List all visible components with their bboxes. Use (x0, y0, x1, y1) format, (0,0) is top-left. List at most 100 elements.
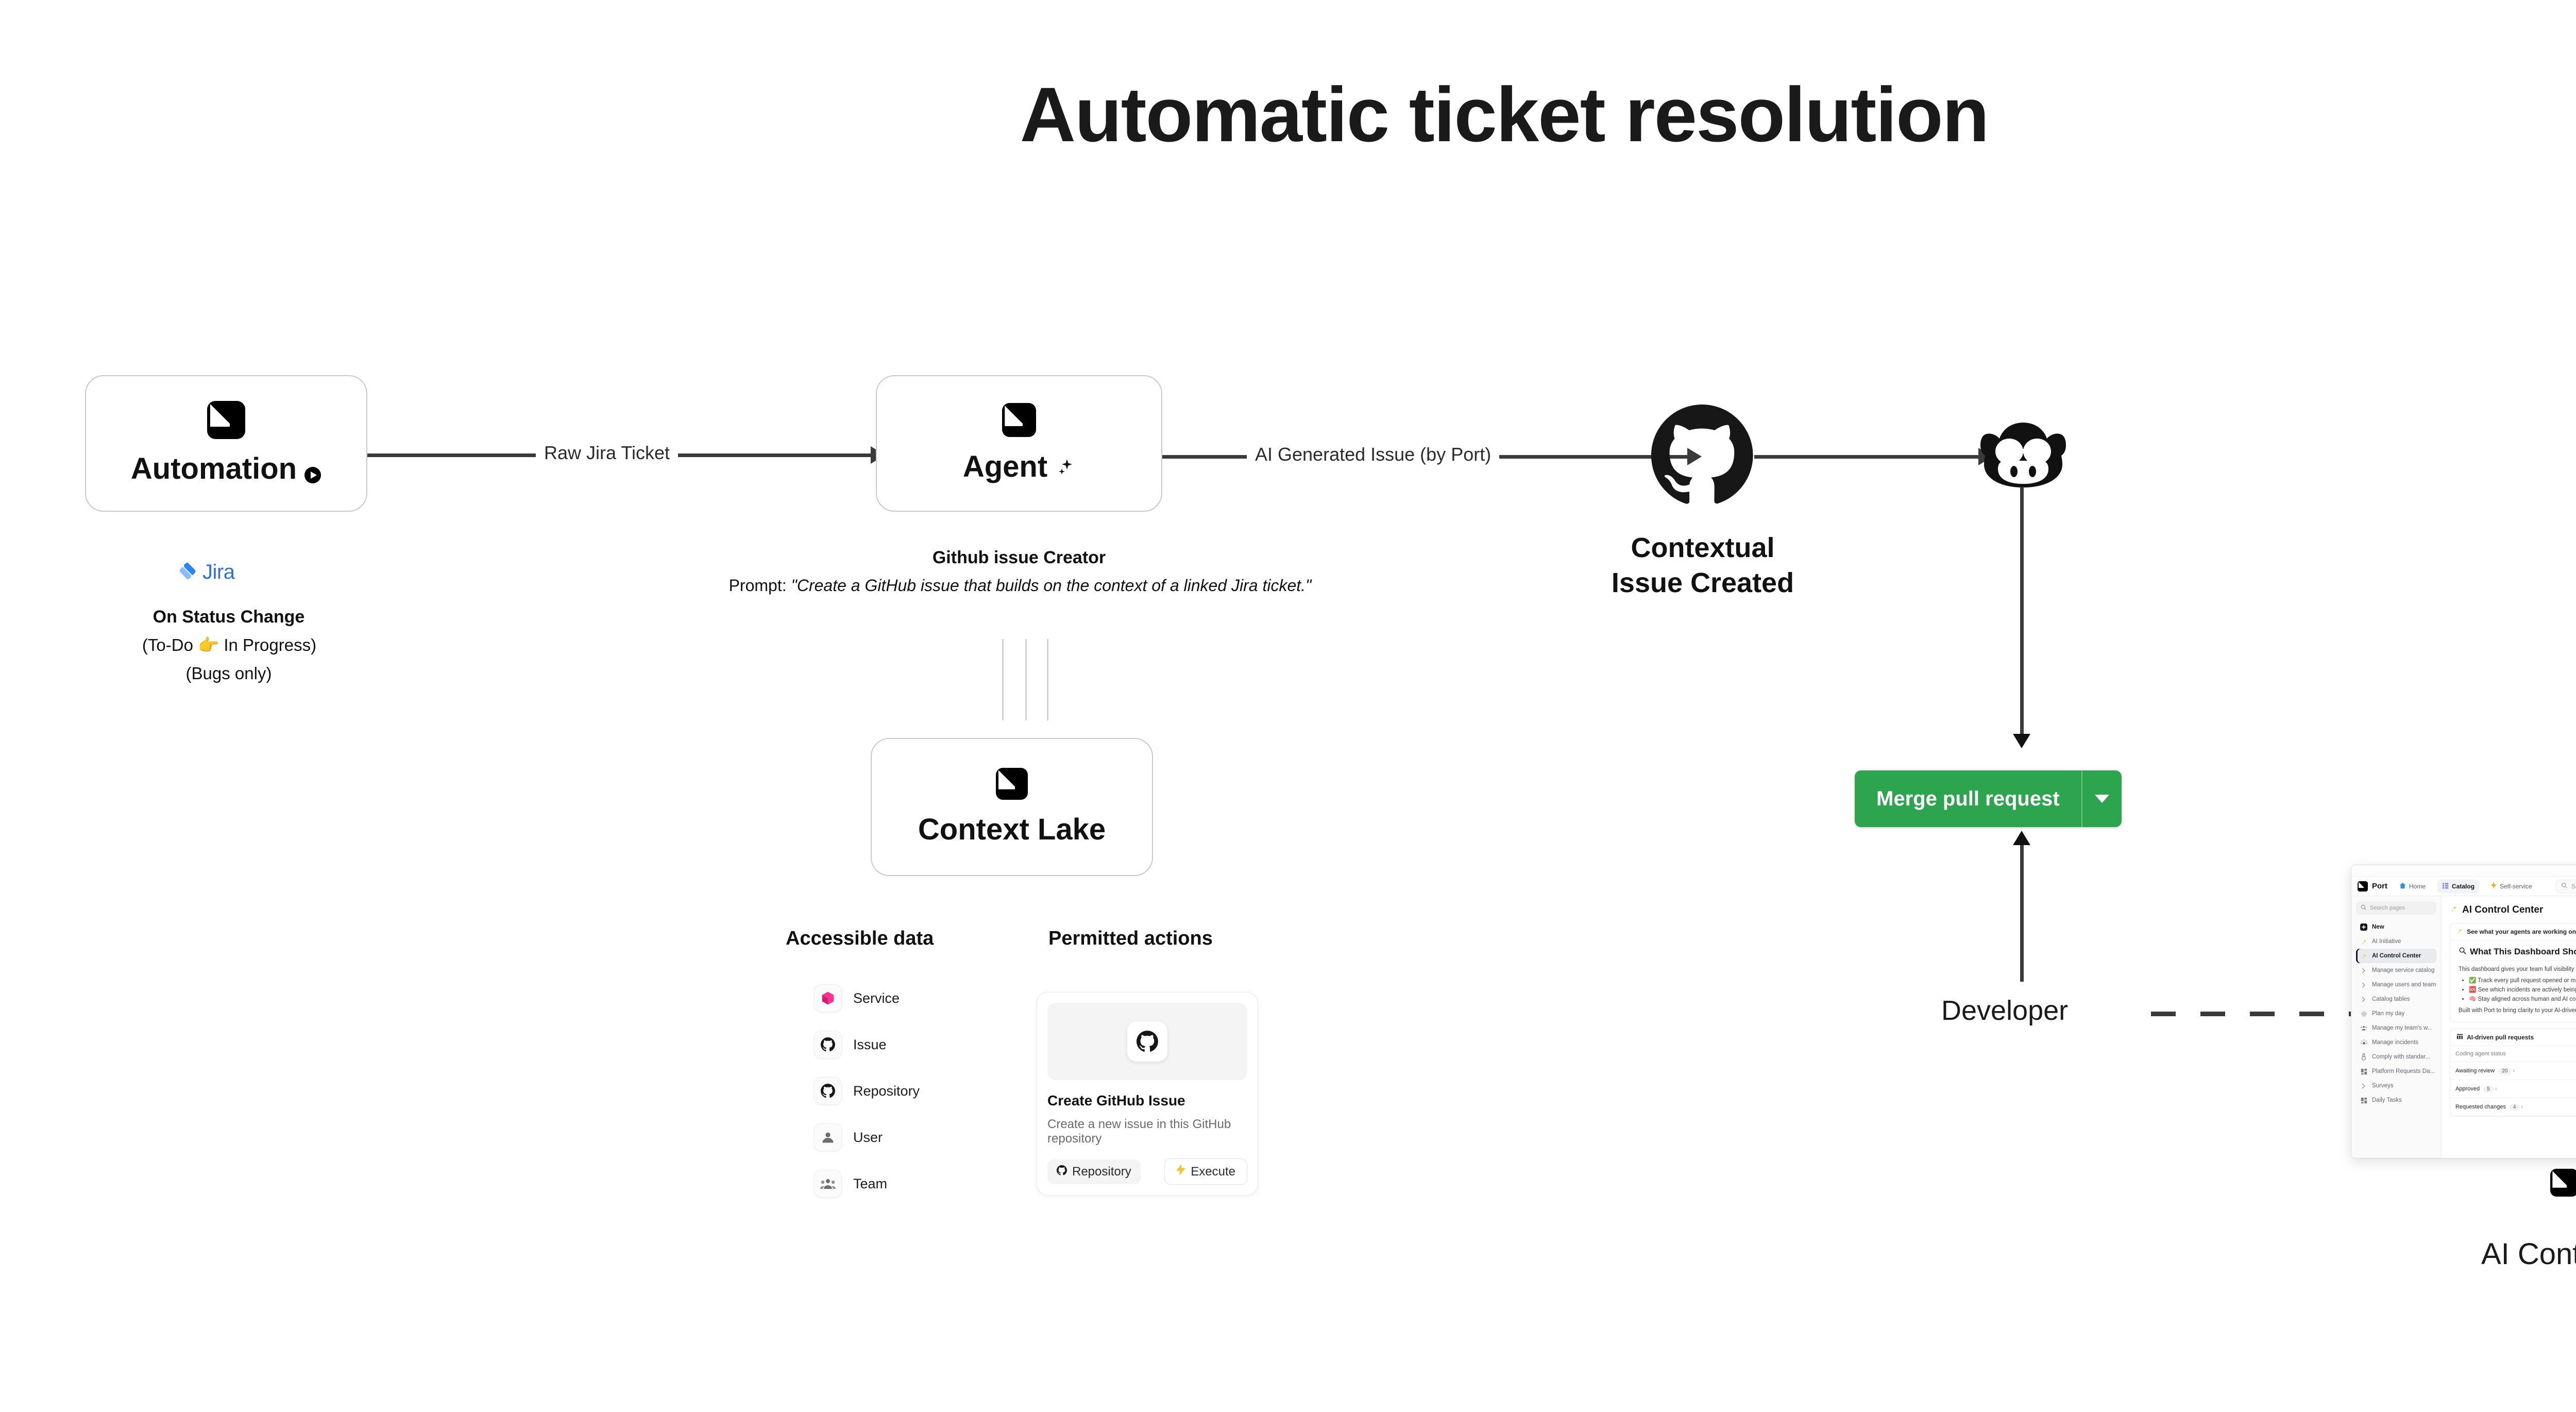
sidebar-item-manage-service-catalog[interactable]: Manage service catalog (2356, 963, 2436, 978)
nav-item-catalog[interactable]: Catalog (2437, 879, 2480, 893)
accessible-data-item: User (814, 1123, 920, 1151)
context-connector-line-2 (1025, 639, 1027, 720)
search-icon (2361, 904, 2366, 912)
agent-prompt-caption: Prompt: "Create a GitHub issue that buil… (728, 576, 1312, 595)
node-github[interactable] (1651, 405, 1753, 509)
dashboard-page-title: AI Control Center (2450, 904, 2543, 916)
ai-control-center-screenshot[interactable]: Port Home Catalog Self-service (2351, 865, 2576, 1158)
dashboard-icon (2360, 1068, 2367, 1075)
global-search-input[interactable]: Search ⌘ K (2555, 879, 2576, 893)
accessible-data-item: Issue (814, 1031, 920, 1058)
port-logo-icon (2358, 881, 2368, 892)
sidebar-item-ai-initiative[interactable]: AI Initiative (2356, 934, 2436, 949)
github-mark-icon (1127, 1021, 1167, 1062)
sidebar-item-label: Catalog tables (2372, 996, 2410, 1002)
developer-label: Developer (1941, 995, 2069, 1026)
plus-square-icon (2360, 923, 2367, 931)
lightning-bolt-icon (2491, 882, 2497, 890)
merge-pull-request-button-group[interactable]: Merge pull request (1855, 770, 2122, 827)
accessible-data-item: Repository (814, 1077, 920, 1105)
sidebar-item-new[interactable]: New (2356, 920, 2436, 934)
port-logo-icon (207, 401, 245, 439)
sidebar-item-catalog-tables[interactable]: Catalog tables (2356, 992, 2436, 1006)
nav-item-home[interactable]: Home (2395, 880, 2430, 893)
intro-footer: Built with Port to bring clarity to your… (2459, 1007, 2576, 1014)
sidebar-item-daily-tasks[interactable]: Daily Tasks (2356, 1093, 2436, 1107)
node-automation[interactable]: Automation (85, 375, 367, 512)
chevron-right-icon (2360, 1082, 2367, 1089)
edge-arrow-developer-to-merge (2013, 831, 2030, 845)
sidebar-item-label: AI Control Center (2372, 953, 2421, 959)
intro-bullet: 🆘 See which incidents are actively being… (2469, 986, 2576, 993)
github-mark-icon (1057, 1165, 1067, 1179)
node-context-lake[interactable]: Context Lake (871, 738, 1153, 876)
port-logo-icon (2550, 1169, 2576, 1197)
merge-pull-request-button[interactable]: Merge pull request (1876, 787, 2060, 810)
automation-scope-label: (Bugs only) (185, 664, 272, 683)
sidebar-item-label: Manage incidents (2372, 1039, 2419, 1046)
action-card-hero (1047, 1003, 1247, 1080)
sidebar-item-plan-my-day[interactable]: Plan my day (2356, 1006, 2436, 1021)
context-connector-line-1 (1002, 639, 1004, 720)
sidebar-item-label: Platform Requests Da... (2372, 1068, 2435, 1074)
sidebar-item-comply-with-standar[interactable]: Comply with standar... (2356, 1050, 2436, 1064)
intro-bullet: 🧠 Stay aligned across human and AI contr… (2469, 995, 2576, 1002)
team-icon (814, 1170, 842, 1198)
dashboard-main: AI Control Center + Widget (2442, 896, 2576, 1158)
nav-item-self-service[interactable]: Self-service (2486, 879, 2537, 893)
permitted-action-card[interactable]: Create GitHub Issue Create a new issue i… (1037, 992, 1258, 1196)
developer-dashed-connector (2151, 1012, 2352, 1016)
status-label: Requested changes (2455, 1104, 2506, 1110)
sidebar-item-manage-users-and-teams[interactable]: Manage users and teams (2356, 978, 2436, 992)
node-agent[interactable]: Agent (876, 375, 1162, 512)
status-label: Awaiting review (2455, 1068, 2495, 1074)
sidebar-item-ai-control-center[interactable]: AI Control Center (2356, 949, 2436, 963)
agent-name-caption: Github issue Creator (932, 548, 1106, 567)
automation-trigger-label: On Status Change (152, 607, 305, 627)
github-mark-icon (814, 1077, 842, 1105)
sidebar-item-manage-incidents[interactable]: Manage incidents (2356, 1035, 2436, 1050)
chevron-down-icon (2094, 795, 2109, 803)
sidebar-item-manage-my-team-s-w[interactable]: Manage my team's w... (2356, 1021, 2436, 1035)
action-card-title: Create GitHub Issue (1047, 1092, 1185, 1108)
dashboard-sidebar: Search pages New AI Initiative AI Control … (2351, 896, 2442, 1158)
pull-requests-panel: AI-driven pull requests Coding agent sta… (2450, 1029, 2576, 1117)
accessible-data-title: Accessible data (786, 928, 934, 949)
intro-panel-header: See what your agents are working on (2450, 923, 2576, 940)
accessible-data-label: Repository (853, 1083, 920, 1099)
permitted-actions-title: Permitted actions (1048, 928, 1213, 949)
intro-bullets: ✅ Track every pull request opened or mod… (2469, 977, 2576, 1002)
user-icon (814, 1123, 842, 1151)
sidebar-item-label: Daily Tasks (2372, 1097, 2402, 1103)
pull-requests-table: Coding agent statusTitlePull Request Urg… (2450, 1046, 2576, 1116)
automation-transition-label: (To-Do 👉 In Progress) (142, 635, 317, 654)
table-column-header[interactable]: Coding agent status (2450, 1046, 2576, 1062)
execute-button[interactable]: Execute (1164, 1158, 1247, 1185)
sidebar-search-input[interactable]: Search pages (2356, 901, 2436, 915)
sidebar-item-platform-requests-da[interactable]: Platform Requests Da... (2356, 1064, 2436, 1079)
medal-icon (2360, 1053, 2367, 1061)
action-card-repository-tag: Repository (1047, 1159, 1141, 1184)
github-copilot-icon (1980, 423, 2066, 488)
node-copilot[interactable] (1977, 418, 2069, 493)
sidebar-item-label: Manage service catalog (2372, 967, 2435, 973)
merge-dropdown-button[interactable] (2081, 770, 2122, 827)
port-brand: Port (2358, 881, 2387, 892)
chevron-right-icon (2360, 967, 2367, 974)
edge-line-github-to-copilot (1754, 455, 1984, 459)
edge-line-copilot-to-merge (2020, 487, 2024, 734)
sidebar-item-surveys[interactable]: Surveys (2356, 1079, 2436, 1093)
sparkle-icon (1055, 449, 1075, 484)
sidebar-item-label: Plan my day (2372, 1011, 2405, 1017)
status-label: Approved (2455, 1086, 2480, 1092)
team-icon (2360, 1024, 2367, 1032)
dashboard-caption-icon-wrap (2550, 1169, 2576, 1197)
sidebar-item-label: AI Initiative (2372, 938, 2401, 945)
sidebar-item-label: Manage users and teams (2372, 982, 2436, 988)
